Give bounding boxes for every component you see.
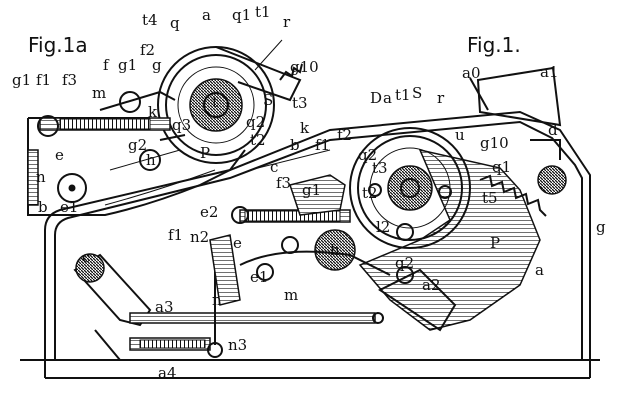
label: u — [455, 126, 465, 144]
label: k — [148, 103, 158, 121]
label: f1 — [36, 71, 51, 89]
label: t — [212, 93, 218, 111]
label: k — [300, 119, 310, 137]
fig1a-drawing — [27, 39, 303, 216]
label: t1 — [255, 3, 271, 21]
label: a — [535, 261, 544, 279]
label: a — [383, 89, 392, 107]
label: t2 — [362, 184, 378, 202]
label: a2 — [422, 276, 441, 294]
label: q2 — [395, 254, 414, 272]
label: t5 — [482, 189, 498, 207]
label: f1 — [168, 226, 183, 244]
label: P — [200, 144, 210, 162]
label: q2 — [246, 113, 265, 131]
label: D — [370, 89, 382, 107]
label: q — [170, 14, 180, 32]
label: g1 — [302, 181, 321, 199]
label: g — [152, 56, 162, 74]
fig1a-title: Fig.1a — [28, 33, 88, 57]
label: f — [103, 56, 110, 74]
label: c — [82, 248, 90, 266]
label: P — [490, 234, 500, 252]
label: f2 — [337, 126, 352, 144]
label: q3 — [172, 116, 191, 134]
label: f1 — [315, 136, 330, 154]
label: t4 — [142, 11, 158, 29]
fig1-labels: a0 a1 D a t1 S r d g g10 u q1 t5 q2 t3 t… — [82, 63, 606, 382]
label: f3 — [62, 71, 77, 89]
label: r — [283, 13, 291, 31]
label: t3 — [292, 94, 308, 112]
label: m — [92, 84, 106, 102]
label: h — [146, 151, 156, 169]
label: f2 — [140, 41, 155, 59]
label: n3 — [228, 336, 247, 354]
label: e — [55, 146, 64, 164]
label: a — [202, 6, 211, 24]
label: t1 — [395, 86, 411, 104]
fig1-drawing — [20, 66, 600, 379]
label: g10 — [480, 134, 509, 152]
label: S — [412, 84, 422, 102]
fig1-title: Fig.1. — [467, 33, 521, 57]
label: S — [263, 91, 273, 109]
label: t2 — [250, 131, 266, 149]
label: q2 — [358, 146, 377, 164]
label: a4 — [158, 364, 177, 382]
label: n2 — [190, 228, 209, 246]
label: e1 — [60, 198, 78, 216]
label: f3 — [276, 174, 291, 192]
label: a0 — [462, 64, 481, 82]
label: r — [437, 89, 445, 107]
label: g1 — [118, 56, 137, 74]
label: g10 — [290, 58, 319, 76]
label: b — [38, 198, 48, 216]
label: e2 — [200, 203, 218, 221]
label: t3 — [372, 159, 388, 177]
label: l2 — [376, 218, 390, 236]
label: m — [284, 286, 298, 304]
label: a3 — [155, 298, 174, 316]
fig1a-labels: a q1 t1 r t4 q f2 f g1 g g1 f1 f3 m g10 … — [12, 3, 319, 216]
label: a1 — [540, 63, 559, 81]
label: e1 — [250, 268, 268, 286]
label: g1 — [12, 71, 31, 89]
figure-titles: Fig.1a Fig.1. — [28, 33, 521, 57]
label: b — [290, 136, 300, 154]
label: h — [330, 241, 340, 259]
label: e — [233, 234, 242, 252]
label: c — [270, 158, 278, 176]
label: g — [596, 218, 606, 236]
label: g2 — [128, 136, 147, 154]
label: q1 — [492, 158, 511, 176]
label: q1 — [232, 6, 251, 24]
label: d — [548, 121, 558, 139]
label: n — [36, 168, 46, 186]
label: n — [212, 291, 222, 309]
